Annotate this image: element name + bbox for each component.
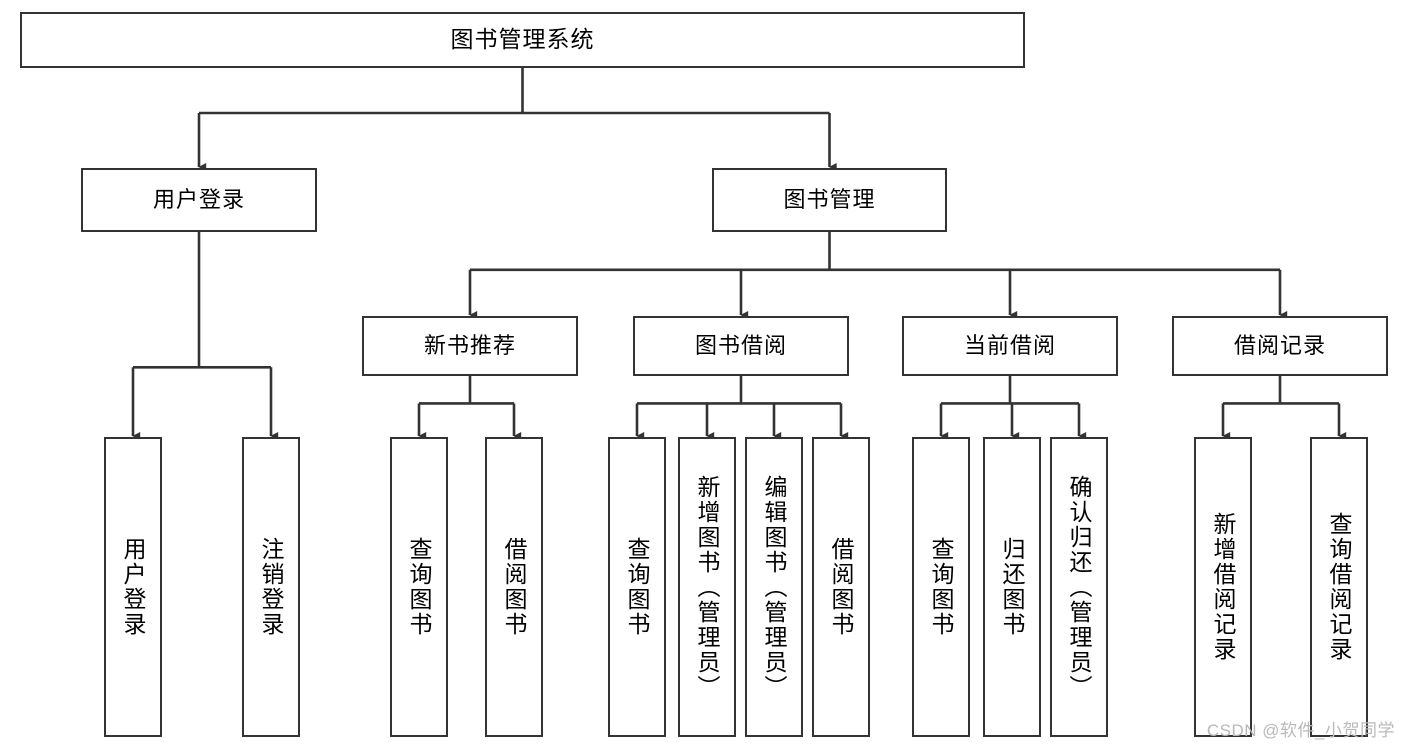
node-root-system: 图书管理系统 [20,12,1025,68]
node-borrow-record: 借阅记录 [1172,316,1388,376]
node-label: 查询图书 [928,537,955,637]
node-label: 新书推荐 [423,332,516,358]
node-leaf-return-book: 归还图书 [983,437,1041,737]
node-label: 借阅记录 [1233,332,1326,358]
node-leaf-query-book-borrow: 查询图书 [608,437,666,737]
node-leaf-borrow-book-rec: 借阅图书 [485,437,543,737]
node-label: 新增借阅记录 [1210,512,1237,662]
node-label: 借阅图书 [501,537,528,637]
node-label: 图书管理 [783,186,876,212]
node-label: 注销登录 [258,537,285,637]
node-label: 归还图书 [999,537,1026,637]
node-leaf-borrow-book: 借阅图书 [812,437,870,737]
node-user-login: 用户登录 [81,168,317,232]
node-label: 图书管理系统 [450,26,595,53]
node-label: 查询图书 [406,537,433,637]
node-leaf-query-record: 查询借阅记录 [1310,437,1368,737]
watermark-label: CSDN @软件_小贺同学 [1206,721,1395,740]
node-new-book-rec: 新书推荐 [362,316,578,376]
node-label: 借阅图书 [828,537,855,637]
node-leaf-add-record: 新增借阅记录 [1194,437,1252,737]
node-leaf-query-book-rec: 查询图书 [390,437,448,737]
node-label: 用户登录 [152,186,245,212]
node-label: 用户登录 [120,537,147,637]
node-label: 新增图书（管理员） [694,474,721,700]
node-label: 编辑图书（管理员） [761,474,788,700]
node-book-borrow: 图书借阅 [633,316,849,376]
node-leaf-add-book: 新增图书（管理员） [678,437,736,737]
node-leaf-query-book-cur: 查询图书 [912,437,970,737]
node-leaf-edit-book: 编辑图书（管理员） [745,437,803,737]
node-label: 当前借阅 [963,332,1056,358]
node-leaf-user-login: 用户登录 [104,437,162,737]
node-label: 确认归还（管理员） [1066,474,1093,700]
edges-group [131,68,1347,441]
node-leaf-confirm-return: 确认归还（管理员） [1050,437,1108,737]
node-label: 查询借阅记录 [1326,512,1353,662]
node-current-borrow: 当前借阅 [902,316,1118,376]
node-label: 查询图书 [624,537,651,637]
node-label: 图书借阅 [694,332,787,358]
node-book-manage: 图书管理 [712,168,947,232]
node-leaf-user-logout: 注销登录 [242,437,300,737]
